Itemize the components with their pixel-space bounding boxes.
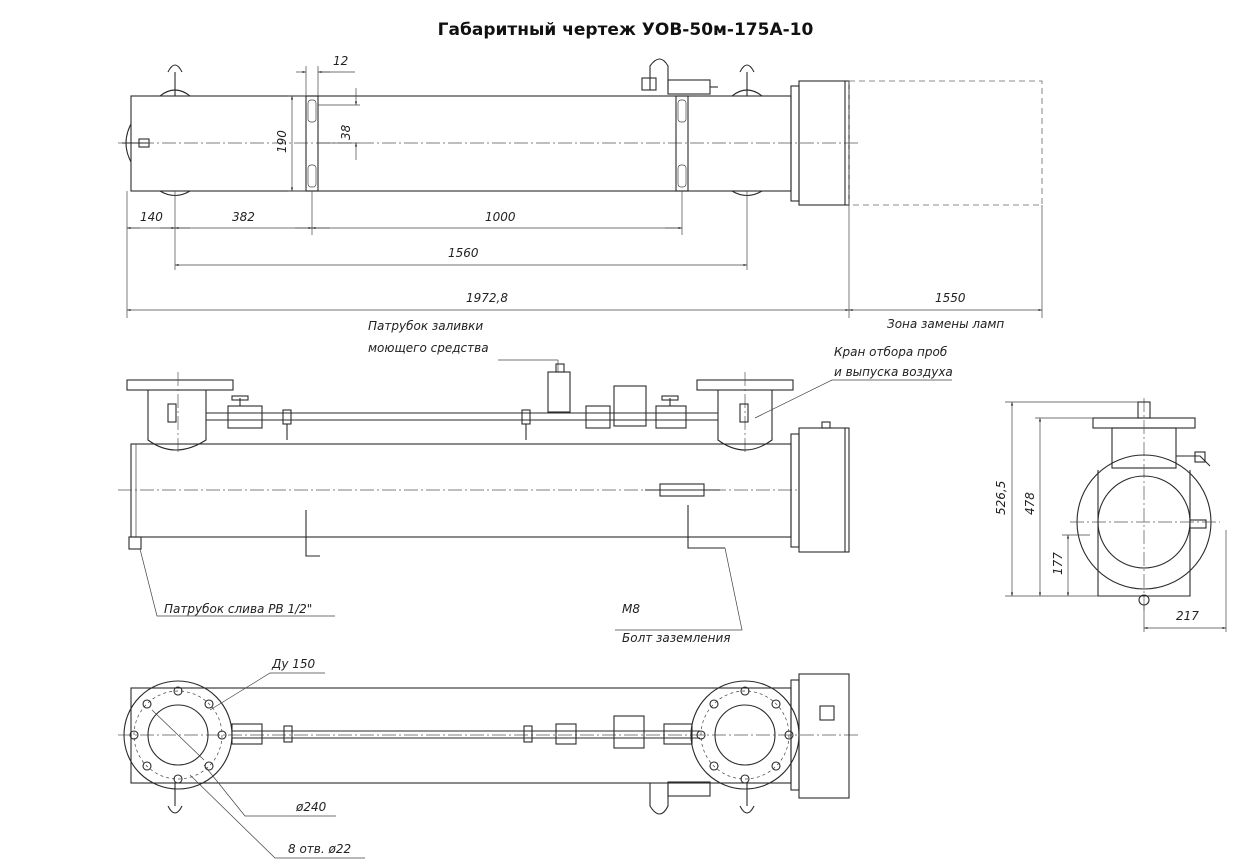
dim-140: 140: [140, 210, 163, 224]
main-body: [130, 95, 792, 192]
dim-1550: 1550: [935, 291, 966, 305]
side-view: 526,5 478 177 217: [994, 398, 1227, 632]
label-nozzle-fill-1: Патрубок заливки: [368, 319, 483, 333]
label-du-150: Ду 150: [271, 657, 316, 671]
dim-478: 478: [1023, 492, 1037, 515]
dim-1972: 1972,8: [466, 291, 508, 305]
lifting-eye-left: [159, 64, 191, 97]
bolt-holes-left: [129, 686, 227, 784]
dim-38: 38: [339, 124, 353, 140]
label-bolt: Болт заземления: [622, 631, 731, 645]
front-view: Патрубок заливки моющего средства Кран о…: [118, 319, 953, 645]
label-tap-1: Кран отбора проб: [834, 345, 948, 359]
label-tap-2: и выпуска воздуха: [834, 365, 953, 379]
top-view: 12 190 38: [118, 54, 1043, 331]
dim-12: 12: [333, 54, 348, 68]
bolt-holes-right: [696, 686, 794, 784]
lifting-eye-right: [731, 64, 763, 97]
dim-177: 177: [1051, 552, 1065, 575]
dim-217: 217: [1176, 609, 1199, 623]
label-d240: ø240: [295, 800, 327, 814]
dim-526: 526,5: [994, 481, 1008, 515]
label-drain: Патрубок слива PB 1/2": [164, 602, 312, 616]
dim-190: 190: [275, 130, 289, 153]
dim-1560: 1560: [448, 246, 479, 260]
label-bolt-size: M8: [622, 602, 640, 616]
drawing-title: Габаритный чертеж УОВ-50м-175А-10: [437, 20, 814, 40]
dim-1000: 1000: [485, 210, 516, 224]
plan-view: Ду 150 ø240 8 отв. ø22: [118, 657, 860, 859]
label-holes: 8 отв. ø22: [288, 842, 351, 856]
dim-382: 382: [232, 210, 255, 224]
label-nozzle-fill-2: моющего средства: [368, 341, 489, 355]
label-lamp-zone: Зона замены ламп: [887, 317, 1004, 331]
